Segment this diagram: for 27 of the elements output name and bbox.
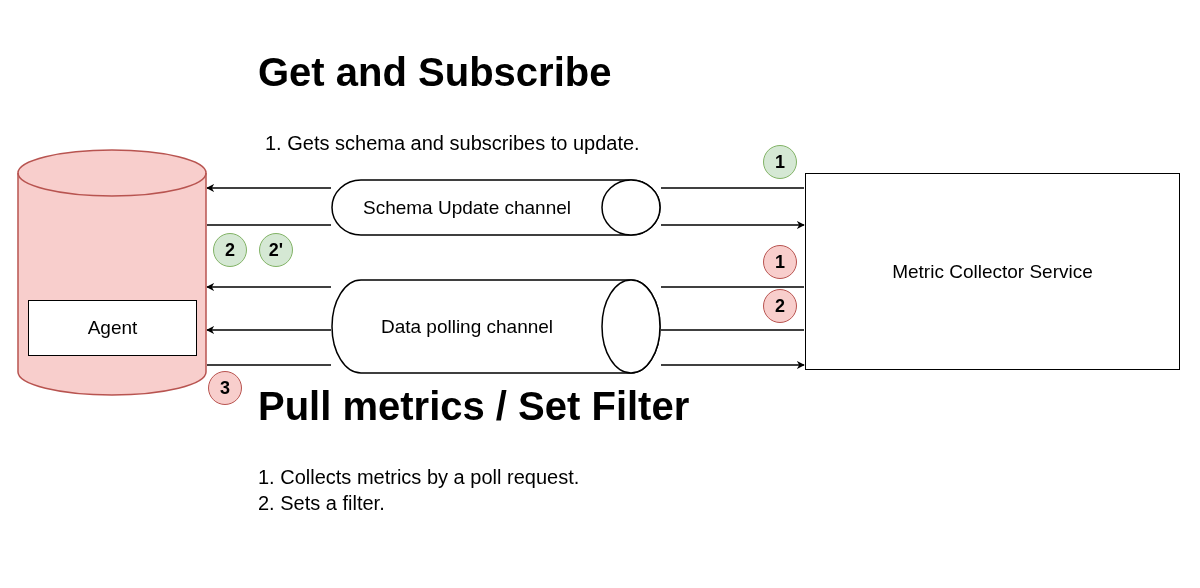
step-number-badge: 3 <box>208 371 242 405</box>
step-number-badge: 1 <box>763 245 797 279</box>
arrow <box>206 326 332 334</box>
agent-label: Agent <box>87 317 138 339</box>
heading: Pull metrics / Set Filter <box>258 384 690 429</box>
channel-label: Data polling channel <box>380 315 554 338</box>
step-number-badge: 2' <box>259 233 293 267</box>
channel-label: Schema Update channel <box>362 196 572 219</box>
arrow <box>660 221 805 229</box>
connector-line <box>660 286 805 288</box>
arrow <box>206 283 332 291</box>
connector-line <box>660 329 805 331</box>
note-text: 1. Collects metrics by a poll request. <box>258 466 580 489</box>
note-text: 1. Gets schema and subscribes to update. <box>265 132 640 155</box>
heading: Get and Subscribe <box>258 50 612 95</box>
service-label: Metric Collector Service <box>892 260 1093 283</box>
step-number-badge: 2 <box>763 289 797 323</box>
step-number-badge: 2 <box>213 233 247 267</box>
connector-line <box>206 224 332 226</box>
service-box <box>805 173 1180 370</box>
arrow <box>206 184 332 192</box>
agent-box <box>28 300 197 356</box>
connector-line <box>660 187 805 189</box>
step-number-badge: 1 <box>763 145 797 179</box>
note-text: 2. Sets a filter. <box>258 492 385 515</box>
arrow <box>660 361 805 369</box>
connector-line <box>206 364 332 366</box>
